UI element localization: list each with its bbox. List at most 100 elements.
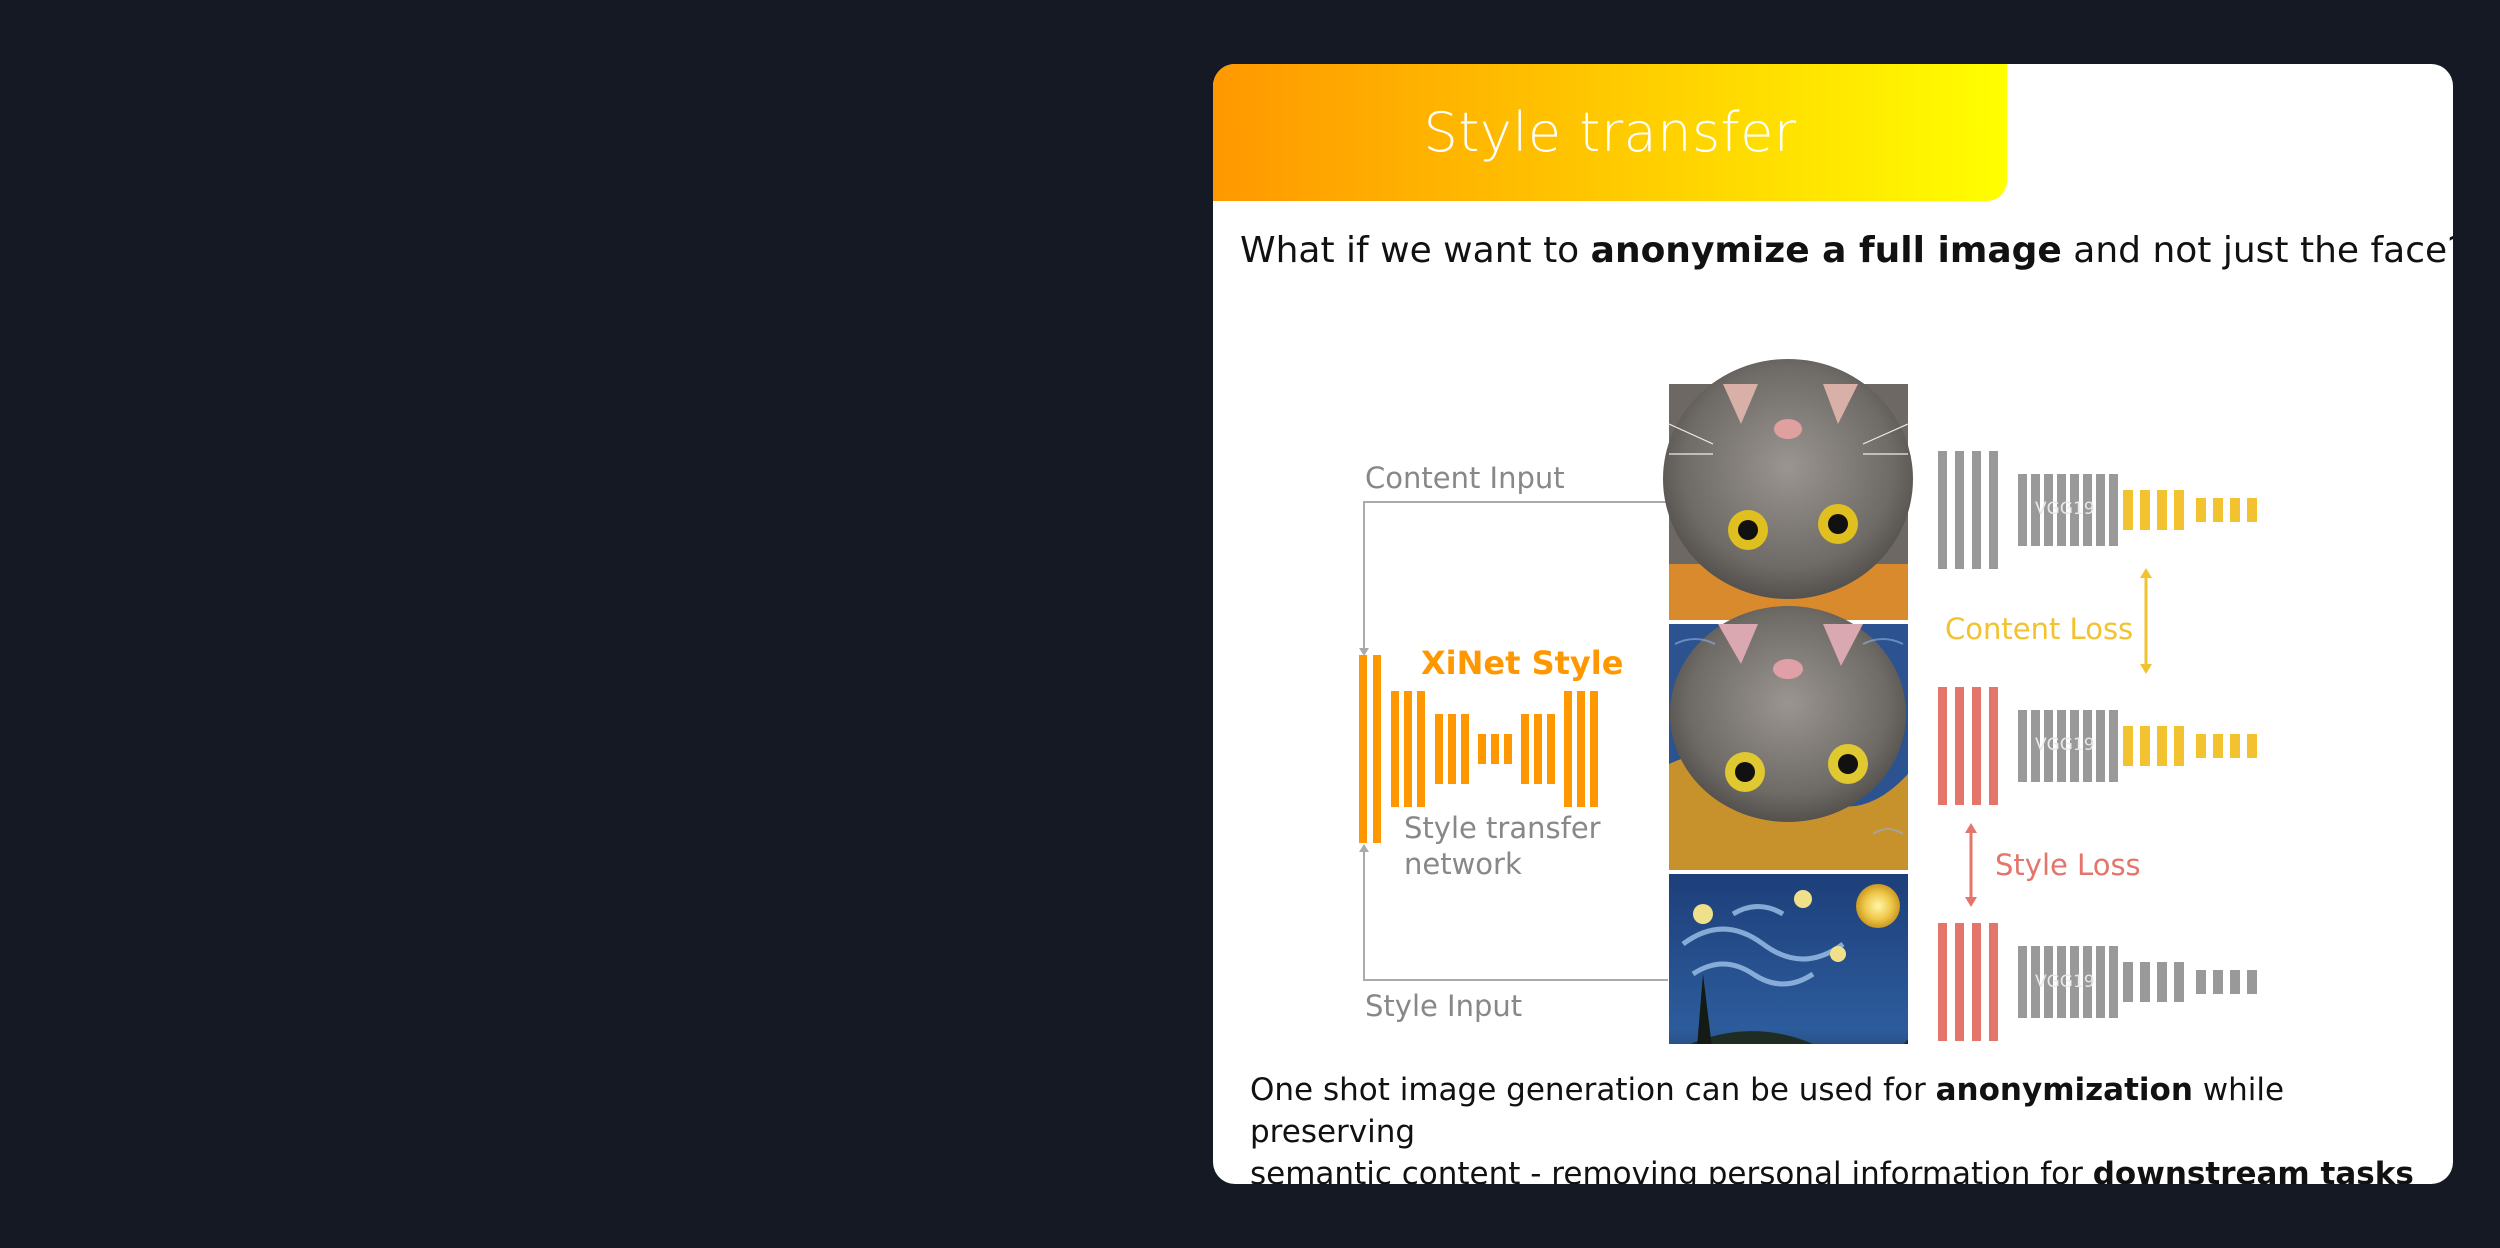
- vgg-deep-layer-bar: [2140, 726, 2150, 766]
- vgg-label-top: VGG19: [2035, 499, 2095, 519]
- slide-card: Style transfer What if we want to anonym…: [1213, 64, 2453, 1184]
- network-caption-line2: network: [1404, 847, 1522, 881]
- vgg-input-layer-bar: [1938, 923, 1947, 1041]
- vgg-conv-layer-bar: [2044, 946, 2053, 1018]
- network-caption-line1: Style transfer: [1404, 811, 1601, 845]
- xinet-layer-bar: [1435, 714, 1443, 784]
- vgg-input-layer-bar: [1972, 687, 1981, 805]
- vgg-conv-layer-bar: [2096, 710, 2105, 782]
- xinet-network-layers: [1359, 655, 1598, 843]
- vgg-output-layer-bar: [2213, 970, 2223, 994]
- xinet-layer-bar: [1373, 655, 1381, 843]
- vgg-conv-layer-bar: [2057, 710, 2066, 782]
- xinet-layer-bar: [1391, 691, 1399, 807]
- style-transfer-diagram: Content Input Style Input XiNet Style St…: [1359, 359, 2257, 1044]
- title-bar: [1213, 64, 2007, 201]
- vgg-input-layer-bar: [1955, 451, 1964, 569]
- vgg-conv-layer-bar: [2096, 474, 2105, 546]
- footer-text: One shot image generation can be used fo…: [1250, 1069, 2440, 1184]
- footer-line1-before: One shot image generation can be used fo…: [1250, 1072, 1936, 1108]
- vgg-conv-layer-bar: [2018, 474, 2027, 546]
- xinet-layer-bar: [1478, 734, 1486, 764]
- xinet-layer-bar: [1359, 655, 1367, 843]
- style-loss-arrow-head-up: [1965, 823, 1977, 833]
- xinet-layer-bar: [1521, 714, 1529, 784]
- vgg-conv-layer-bar: [2083, 474, 2092, 546]
- xinet-layer-bar: [1504, 734, 1512, 764]
- content-loss-label: Content Loss: [1945, 612, 2133, 646]
- style-loss-label: Style Loss: [1995, 848, 2141, 882]
- vgg-conv-layer-bar: [2031, 474, 2040, 546]
- vgg-output-layer-bar: [2213, 498, 2223, 522]
- vgg-deep-layer-bar: [2123, 490, 2133, 530]
- vgg-output-layer-bar: [2196, 970, 2206, 994]
- style-input-label: Style Input: [1365, 989, 1522, 1023]
- stylized-output-image: [1669, 606, 1908, 870]
- xinet-layer-bar: [1417, 691, 1425, 807]
- vgg-deep-layer-bar: [2123, 962, 2133, 1002]
- xinet-layer-bar: [1547, 714, 1555, 784]
- vgg-conv-layer-bar: [2109, 710, 2118, 782]
- vgg-conv-layer-bar: [2057, 946, 2066, 1018]
- vgg-deep-layer-bar: [2123, 726, 2133, 766]
- vgg-output-layer-bar: [2247, 970, 2257, 994]
- vgg-input-layer-bar: [1989, 923, 1998, 1041]
- vgg-conv-layer-bar: [2070, 474, 2079, 546]
- vgg-input-layer-bar: [1938, 451, 1947, 569]
- style-input-line: [1363, 848, 1668, 981]
- vgg-output-layer-bar: [2230, 734, 2240, 758]
- footer-line1-bold: anonymization: [1935, 1072, 2193, 1108]
- footer-line-2: semantic content - removing personal inf…: [1250, 1153, 2440, 1184]
- vgg-conv-layer-bar: [2109, 474, 2118, 546]
- xinet-layer-bar: [1534, 714, 1542, 784]
- vgg-output-layer-bar: [2230, 498, 2240, 522]
- vgg19-network-output: [1938, 687, 2257, 805]
- vgg-input-layer-bar: [1972, 451, 1981, 569]
- content-loss-arrow-head-down: [2140, 664, 2152, 674]
- slide-title: Style transfer: [1423, 101, 1797, 164]
- vgg-conv-layer-bar: [2031, 946, 2040, 1018]
- question-before: What if we want to: [1240, 230, 1591, 271]
- question-text: What if we want to anonymize a full imag…: [1240, 230, 2453, 271]
- vgg-label-bot: VGG19: [2035, 972, 2095, 992]
- xinet-layer-bar: [1404, 691, 1412, 807]
- footer-line2-bold: downstream tasks: [2092, 1156, 2414, 1184]
- footer-line-1: One shot image generation can be used fo…: [1250, 1069, 2440, 1153]
- vgg-deep-layer-bar: [2140, 490, 2150, 530]
- xinet-layer-bar: [1491, 734, 1499, 764]
- question-bold: anonymize a full image: [1590, 230, 2062, 271]
- vgg-deep-layer-bar: [2157, 962, 2167, 1002]
- vgg-conv-layer-bar: [2096, 946, 2105, 1018]
- vgg-conv-layer-bar: [2083, 946, 2092, 1018]
- vgg-label-mid: VGG19: [2035, 735, 2095, 755]
- vgg-input-layer-bar: [1989, 687, 1998, 805]
- content-image: [1663, 359, 1913, 620]
- vgg-deep-layer-bar: [2157, 726, 2167, 766]
- content-input-line: [1363, 501, 1668, 650]
- xinet-layer-bar: [1461, 714, 1469, 784]
- vgg-deep-layer-bar: [2157, 490, 2167, 530]
- vgg-output-layer-bar: [2213, 734, 2223, 758]
- xinet-layer-bar: [1564, 691, 1572, 807]
- footer-line2-before: semantic content - removing personal inf…: [1250, 1156, 2093, 1184]
- vgg-conv-layer-bar: [2070, 710, 2079, 782]
- vgg-conv-layer-bar: [2018, 710, 2027, 782]
- vgg-output-layer-bar: [2247, 498, 2257, 522]
- vgg-conv-layer-bar: [2031, 710, 2040, 782]
- vgg-conv-layer-bar: [2083, 710, 2092, 782]
- vgg-input-layer-bar: [1955, 923, 1964, 1041]
- vgg19-network-style: [1938, 923, 2257, 1041]
- style-arrow-head: [1359, 844, 1369, 852]
- vgg-conv-layer-bar: [2044, 474, 2053, 546]
- vgg-deep-layer-bar: [2174, 962, 2184, 1002]
- xinet-layer-bar: [1448, 714, 1456, 784]
- content-arrow-head: [1359, 648, 1369, 656]
- xinet-layer-bar: [1577, 691, 1585, 807]
- vgg19-network-content: [1938, 451, 2257, 569]
- xinet-layer-bar: [1590, 691, 1598, 807]
- vgg-deep-layer-bar: [2140, 962, 2150, 1002]
- vgg-output-layer-bar: [2196, 498, 2206, 522]
- vgg-conv-layer-bar: [2057, 474, 2066, 546]
- network-title: XiNet Style: [1421, 644, 1623, 682]
- vgg-conv-layer-bar: [2044, 710, 2053, 782]
